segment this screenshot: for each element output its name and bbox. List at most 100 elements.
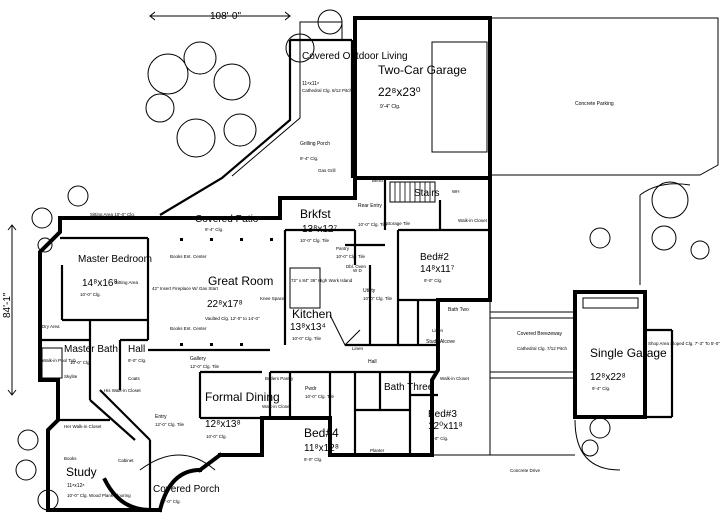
formal-dining-title: Formal Dining <box>205 390 280 404</box>
bed2-note: 9'-0" Clg. <box>424 278 442 283</box>
depth-dimension: 84'-1" <box>2 224 17 396</box>
dry-area-label: Dry Area <box>42 324 60 329</box>
single-garage-title: Single Garage <box>590 346 667 360</box>
study-bay <box>102 477 153 513</box>
formal-dining-size: 12⁸x13⁸ <box>205 419 241 430</box>
bed2-title: Bed#2 <box>420 252 449 263</box>
butlers-pantry-label: Butlers Pantry <box>265 376 294 381</box>
work-island-outline <box>289 267 321 309</box>
entry-title: Entry <box>155 414 167 420</box>
brkfst-title: Brkfst <box>300 207 331 221</box>
concrete-parking-label: Concrete Parking <box>575 101 614 107</box>
books-top-label: Books Ent. Center <box>170 254 207 259</box>
single-garage-note: 9'-4" Clg. <box>592 386 610 391</box>
hall-left-title: Hall <box>128 344 145 355</box>
planter-label: Planter <box>370 448 385 453</box>
bed4-note: 9'-0" Clg. <box>304 457 322 462</box>
single-garage-walls <box>573 290 674 419</box>
gas-grill-label: Gas Grill <box>318 168 336 173</box>
width-dimension: 108'-0" <box>149 11 291 22</box>
linen-right-label: Linen <box>432 328 444 333</box>
study-title: Study <box>66 465 97 479</box>
fireplace-label: 42" Insert Fireplace W/ Gas Start <box>152 286 219 291</box>
coats-label: Coats <box>128 376 141 381</box>
bed4-size: 11⁸x12⁸ <box>304 443 339 454</box>
ac-unit-icon <box>37 237 53 253</box>
bath-two-label: Bath Two <box>448 307 469 313</box>
shop-area-label: Shop Area Sloped Clg. 7'-3" To 5'-0" <box>648 341 720 346</box>
bed2-size: 14⁸x11⁷ <box>420 264 455 275</box>
concrete-drive-label: Concrete Drive <box>510 468 541 473</box>
covered-outdoor-living-note: Cathedral Clg. 8/12 Pitch <box>302 88 353 93</box>
single-garage-size: 12⁸x22⁸ <box>590 372 626 383</box>
stairs-label: Stairs <box>414 188 440 199</box>
covered-porch-note: 12'-0" Clg. <box>160 499 181 504</box>
gallery-title: Gallery <box>190 356 206 362</box>
covered-porch-title: Covered Porch <box>153 484 220 495</box>
breezeway-note: Cathedral Clg. 7/12 Pitch <box>517 346 568 351</box>
wd-label: W D <box>353 268 362 273</box>
two-car-garage-note: 9'-4" Clg. <box>380 104 400 110</box>
covered-patio-note: 9'-4" Clg. <box>205 227 223 232</box>
covered-porch-arc <box>139 454 216 471</box>
great-room-size: 22⁸x17⁸ <box>207 299 243 310</box>
rear-entry-note: 10'-0" Clg. Tile <box>358 222 387 227</box>
kitchen-size: 13⁸x13⁴ <box>290 322 326 333</box>
books-bottom-label: Books Ent. Center <box>170 326 207 331</box>
study-note: 10'-0" Clg. Wood Plank Flooring <box>67 493 131 498</box>
storage-label: Storage Tile <box>386 221 411 226</box>
study-size: 11⁸x12⁸ <box>67 483 84 489</box>
wh-label: WH <box>452 189 460 194</box>
sitting-area-top-label: Sitting Area 10'-0" Clg. <box>90 212 135 217</box>
grilling-porch-note: 9'-4" Clg. <box>300 156 318 161</box>
sitting-area-label: Sitting Area <box>115 280 139 285</box>
two-car-garage-title: Two-Car Garage <box>378 63 467 77</box>
grilling-porch-outline <box>159 21 354 216</box>
covered-outdoor-living-size: 11⁸x11⁸ <box>302 81 319 87</box>
formal-dining-note: 10'-0" Clg. <box>206 434 227 439</box>
her-closet-label: Her Walk-in Closet <box>64 424 102 429</box>
books-study-label: Books <box>64 456 77 461</box>
covered-breezeway <box>490 311 575 379</box>
skylite-label: Skylite <box>64 374 78 379</box>
brkfst-note: 10'-0" Clg. Tile <box>300 238 329 243</box>
pwdr-note: 10'-0" Clg. Tile <box>305 394 334 399</box>
work-island-label: 72" x 84" 36" High Work Island <box>291 278 353 283</box>
two-car-garage-walls <box>353 16 492 180</box>
kitchen-counter <box>329 314 361 346</box>
hall-mid-label: Hall <box>368 359 377 365</box>
utility-note: 10'-0" Clg. Tile <box>363 296 392 301</box>
walk-in-closet-top: Walk-in Closet <box>458 218 488 223</box>
stairs-treads <box>389 181 436 203</box>
rear-entry-title: Rear Entry <box>358 203 382 209</box>
pantry-label: Pantry <box>336 246 350 251</box>
great-room-columns <box>180 238 273 346</box>
pool-tub-label: Walk-in Pool Tub <box>42 358 76 363</box>
pwdr-title: Pwdr <box>305 386 317 392</box>
bath-three-label: Bath Three <box>384 382 434 393</box>
walk-in-closet-b3: Walk-in Closet <box>440 376 470 381</box>
breezeway-title: Covered Breezeway <box>517 331 563 337</box>
utility-title: Utility <box>363 288 376 294</box>
pantry-note: 10'-0" Clg. Tile <box>336 254 365 259</box>
cabinet-label: Cabinet <box>118 458 134 463</box>
gallery-note: 12'-0" Clg. Tile <box>190 364 219 369</box>
great-room-title: Great Room <box>208 274 273 288</box>
grilling-porch-title: Grilling Porch <box>300 141 330 147</box>
two-car-garage-size: 22⁸x23⁰ <box>378 85 421 99</box>
bed3-note: 9'-0" Clg. <box>430 436 448 441</box>
interior-walls <box>40 178 490 510</box>
hall-left-note: 9'-0" Clg. <box>128 358 146 363</box>
bed4-title: Bed#4 <box>304 426 339 440</box>
master-bedroom-size: 14⁸x16⁸ <box>82 278 118 289</box>
his-closet-label: His Walk-in Closet <box>104 388 141 393</box>
overall-width-label: 108'-0" <box>210 11 241 22</box>
pool-tub-outline <box>41 347 63 379</box>
walk-in-closet-b4: Walk-in Closet <box>262 404 292 409</box>
kitchen-title: Kitchen <box>292 307 332 321</box>
master-bedroom-note: 10'-0" Clg. <box>80 292 101 297</box>
covered-outdoor-living-title: Covered Outdoor Living <box>302 51 408 62</box>
bed3-title: Bed#3 <box>428 409 457 420</box>
bed3-size: 12⁰x11⁸ <box>428 421 463 432</box>
